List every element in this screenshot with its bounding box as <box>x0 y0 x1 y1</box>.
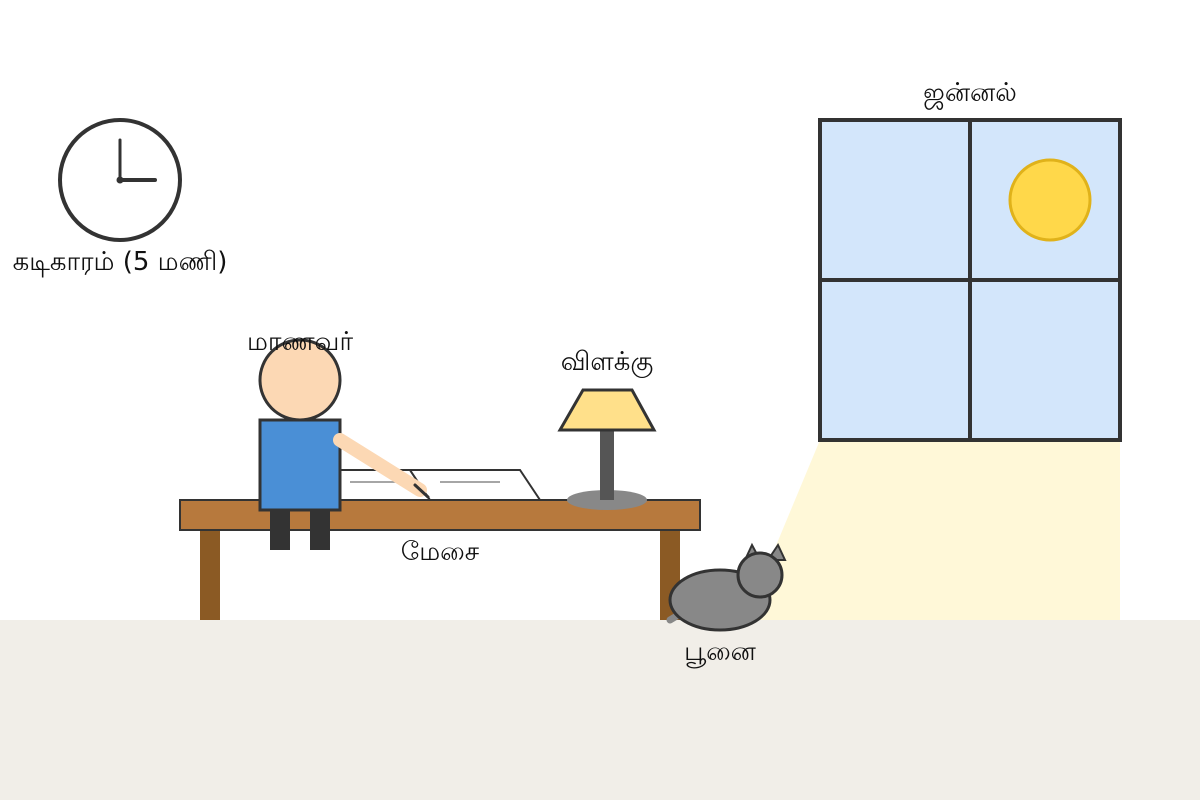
student-head <box>258 338 342 422</box>
open-book <box>339 469 542 501</box>
table-label: மேசை <box>401 537 479 567</box>
student-leg-right <box>310 508 330 550</box>
student <box>258 338 430 550</box>
clock-label: கடிகாரம் (5 மணி) <box>13 247 228 278</box>
cat <box>666 542 787 632</box>
lamp-pole <box>600 430 614 500</box>
clock-icon <box>58 118 182 242</box>
student-label: மாணவர் <box>247 327 353 357</box>
lamp-label: விளக்கு <box>561 347 654 378</box>
student-leg-left <box>270 508 290 550</box>
sunlight-patch <box>745 440 1120 620</box>
window-label: ஜன்னல் <box>923 78 1017 110</box>
lamp-shade <box>557 388 657 432</box>
book-right-page <box>408 469 542 501</box>
cat-head <box>736 551 784 599</box>
student-body <box>258 418 342 512</box>
sun-icon <box>1008 158 1092 242</box>
clock-center <box>116 176 124 184</box>
lamp <box>557 388 657 510</box>
floor <box>0 620 1200 800</box>
pencil <box>413 483 430 499</box>
table-leg-left <box>200 530 220 620</box>
cat-label: பூனை <box>684 637 757 668</box>
window <box>818 118 1122 442</box>
student-arm <box>333 433 427 497</box>
